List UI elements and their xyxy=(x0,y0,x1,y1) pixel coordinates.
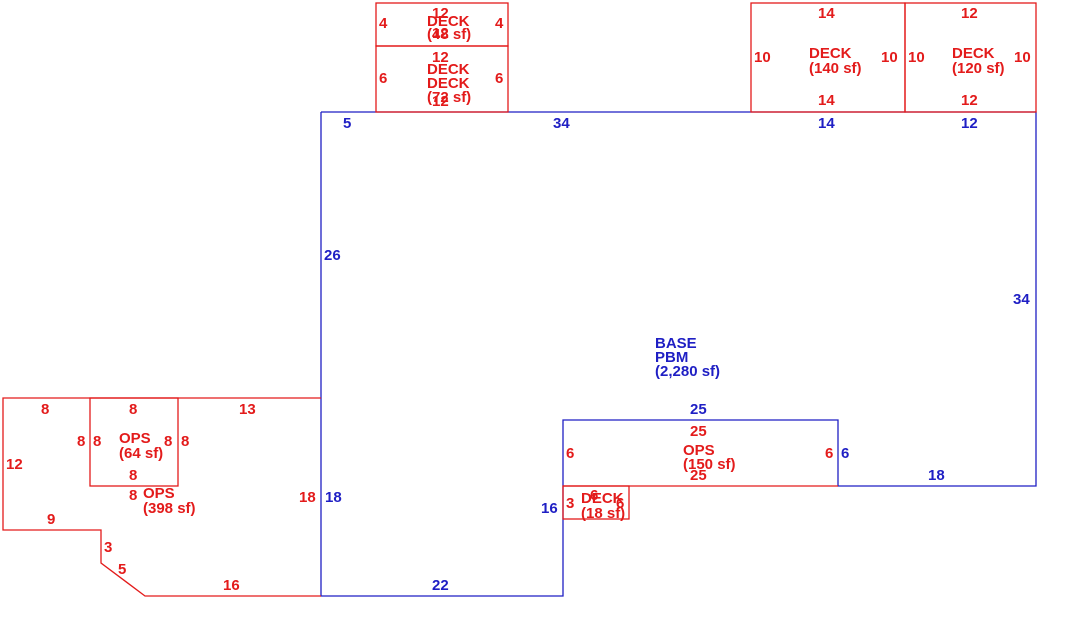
deck-c-dim-left: 10 xyxy=(754,49,771,66)
deck-e-outline xyxy=(562,485,630,520)
base-dim-inner-left: 16 xyxy=(541,500,558,517)
base-dim-bottom: 22 xyxy=(432,577,449,594)
deck-b-dim-bottom: 12 xyxy=(432,93,449,110)
base-dim-top-b: 34 xyxy=(553,115,570,132)
ops-large-dim-top-right: 13 xyxy=(239,401,256,418)
deck-d-area: (120 sf) xyxy=(952,60,1005,77)
ops-large-area: (398 sf) xyxy=(143,500,196,517)
deck-d-outline xyxy=(904,2,1037,113)
base-label-area: (2,280 sf) xyxy=(655,363,720,380)
ops-small-area: (64 sf) xyxy=(119,445,163,462)
ops-large-dim-top-left: 8 xyxy=(41,401,49,418)
deck-c-area: (140 sf) xyxy=(809,60,862,77)
ops-porch-dim-top: 25 xyxy=(690,423,707,440)
deck-b-name-2: DECK xyxy=(427,75,470,92)
deck-a-dim-top: 12 xyxy=(432,5,449,22)
ops-small-dim-bottom: 8 xyxy=(129,467,137,484)
deck-e-area: (18 sf) xyxy=(581,505,625,522)
ops-small-dim-left: 8 xyxy=(93,433,101,450)
deck-a-name: DECK xyxy=(427,13,470,30)
ops-large-dim-right: 18 xyxy=(299,489,316,506)
ops-large-dim-below-small: 8 xyxy=(129,487,137,504)
ops-small-name: OPS xyxy=(119,430,151,447)
base-dim-porch-top: 25 xyxy=(690,401,707,418)
deck-e-name: DECK xyxy=(581,490,624,507)
base-label-line1: BASE xyxy=(655,335,697,352)
base-dim-right: 34 xyxy=(1013,291,1030,308)
deck-c-name: DECK xyxy=(809,45,852,62)
deck-e-dim-right: 6 xyxy=(616,495,624,512)
ops-small-dim-right: 8 xyxy=(164,433,172,450)
base-dim-lower-right: 18 xyxy=(928,467,945,484)
deck-b-name-1: DECK xyxy=(427,61,470,78)
ops-large-dim-left-inner: 8 xyxy=(77,433,85,450)
ops-large-dim-left: 12 xyxy=(6,456,23,473)
ops-porch-area: (150 sf) xyxy=(683,456,736,473)
deck-c-dim-bottom: 14 xyxy=(818,92,835,109)
base-dim-left-upper: 26 xyxy=(324,247,341,264)
deck-b-outline xyxy=(375,45,509,113)
deck-a-area: (48 sf) xyxy=(427,26,471,43)
deck-d-dim-right: 10 xyxy=(1014,49,1031,66)
deck-e-dim-left: 3 xyxy=(566,495,574,512)
deck-d-dim-top: 12 xyxy=(961,5,978,22)
deck-a-dim-bottom: 12 xyxy=(432,25,449,42)
deck-d-dim-bottom: 12 xyxy=(961,92,978,109)
base-dim-left-lower: 18 xyxy=(325,489,342,506)
deck-c-dim-right: 10 xyxy=(881,49,898,66)
deck-d-dim-left: 10 xyxy=(908,49,925,66)
deck-b-dim-left: 6 xyxy=(379,70,387,87)
deck-b-dim-right: 6 xyxy=(495,70,503,87)
ops-large-name: OPS xyxy=(143,485,175,502)
deck-c-dim-top: 14 xyxy=(818,5,835,22)
base-outline xyxy=(320,111,1037,597)
ops-porch-dim-right: 6 xyxy=(825,445,833,462)
base-dim-top-c: 14 xyxy=(818,115,835,132)
ops-small-dim-top: 8 xyxy=(129,401,137,418)
base-dim-top-d: 12 xyxy=(961,115,978,132)
ops-small-outline xyxy=(89,397,179,487)
ops-large-dim-bottom-a: 9 xyxy=(47,511,55,528)
deck-d-name: DECK xyxy=(952,45,995,62)
deck-e-dim-top: 6 xyxy=(590,487,598,504)
base-label-line2: PBM xyxy=(655,349,688,366)
deck-a-dim-right: 4 xyxy=(495,15,504,32)
ops-large-outline xyxy=(2,397,321,597)
ops-large-dim-right-inner: 8 xyxy=(181,433,189,450)
deck-a-dim-left: 4 xyxy=(379,15,388,32)
deck-b-area: (72 sf) xyxy=(427,89,471,106)
ops-porch-name: OPS xyxy=(683,442,715,459)
ops-large-dim-bottom-d: 16 xyxy=(223,577,240,594)
ops-large-dim-bottom-b: 3 xyxy=(104,539,112,556)
ops-large-dim-bottom-c: 5 xyxy=(118,561,126,578)
ops-porch-dim-left: 6 xyxy=(566,445,574,462)
deck-b-dim-top: 12 xyxy=(432,49,449,66)
ops-porch-dim-bottom: 25 xyxy=(690,467,707,484)
base-dim-top-a: 5 xyxy=(343,115,351,132)
base-dim-porch-right: 6 xyxy=(841,445,849,462)
